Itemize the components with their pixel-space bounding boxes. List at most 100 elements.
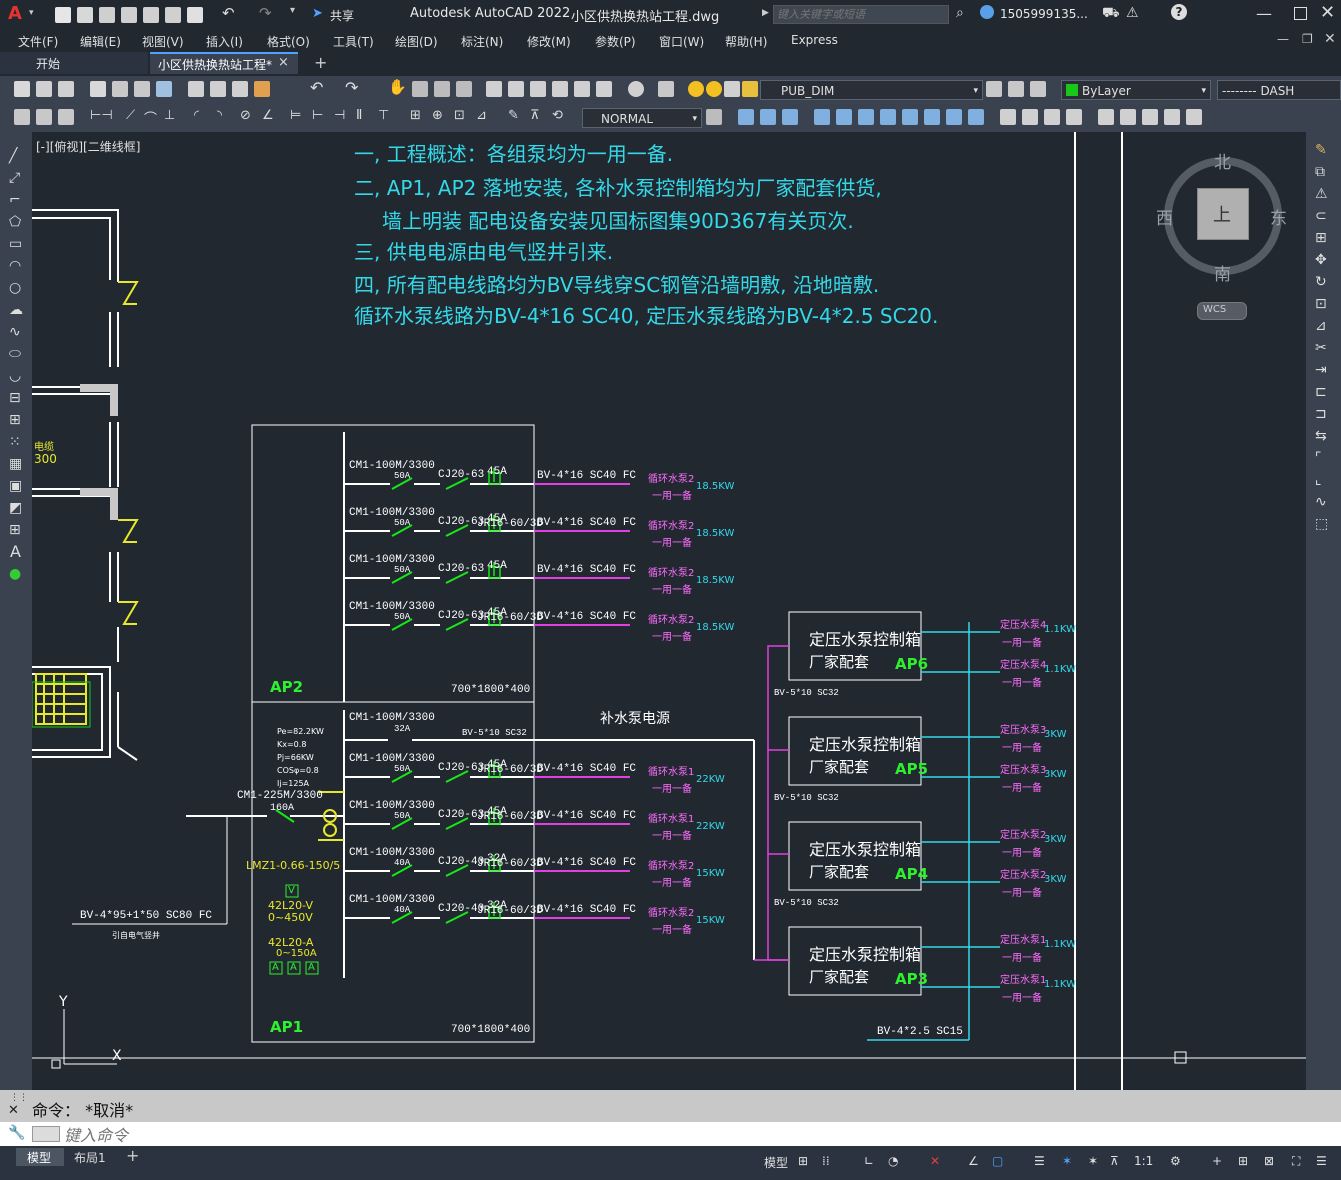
side-rotate-icon[interactable]: ↻	[1315, 274, 1327, 290]
workspace-gear-icon[interactable]: ⚙	[1170, 1154, 1181, 1168]
table-style-icon[interactable]	[14, 109, 30, 125]
menu-parametric[interactable]: 参数(P)	[595, 35, 636, 49]
dim-space-icon[interactable]: Ⅱ	[356, 108, 363, 123]
side-break-point-icon[interactable]: ⊏	[1315, 384, 1327, 400]
side-blend-icon[interactable]: ∿	[1315, 494, 1327, 510]
close-window-icon[interactable]: ✕	[1320, 2, 1336, 23]
menu-edit[interactable]: 编辑(E)	[80, 35, 121, 49]
extend-icon[interactable]	[968, 109, 984, 125]
ellipse-icon[interactable]: ⬭	[9, 346, 21, 362]
save-file-icon[interactable]	[58, 81, 74, 97]
dim-update-icon[interactable]: ⟲	[552, 108, 563, 123]
explode-icon[interactable]	[1098, 109, 1114, 125]
menu-tools[interactable]: 工具(T)	[333, 35, 374, 49]
viewcube-face[interactable]: 上	[1197, 188, 1249, 240]
layer-lock-icon[interactable]	[742, 81, 758, 97]
draworder-icon[interactable]	[1120, 109, 1136, 125]
hatch-icon[interactable]: ▦	[9, 456, 23, 472]
recent-commands-icon[interactable]	[32, 1126, 60, 1142]
viewcube-south[interactable]: 南	[1214, 265, 1231, 285]
dim-edit-icon[interactable]: ✎	[508, 108, 519, 123]
trim-icon[interactable]	[946, 109, 962, 125]
dim-break-icon[interactable]: ⊤	[378, 108, 390, 123]
wcs-button[interactable]: WCS	[1197, 302, 1247, 320]
doc-restore-icon[interactable]: ❐	[1302, 32, 1313, 46]
side-join-icon[interactable]: ⇆	[1315, 428, 1327, 444]
polar-icon[interactable]: ◔	[888, 1154, 899, 1168]
side-stretch-icon[interactable]: ⊿	[1315, 318, 1327, 334]
minimize-window-icon[interactable]: —	[1256, 4, 1272, 23]
menu-view[interactable]: 视图(V)	[142, 35, 184, 49]
spline-icon[interactable]: ∿	[9, 324, 21, 340]
move-icon[interactable]	[858, 109, 874, 125]
center-mark-icon[interactable]: ⊕	[432, 108, 443, 123]
menu-help[interactable]: 帮助(H)	[725, 35, 768, 49]
pan-icon[interactable]: ✋	[388, 78, 407, 96]
share-button[interactable]: 共享	[330, 9, 355, 23]
side-mirror-icon[interactable]: ⚠	[1315, 186, 1328, 202]
autodesk-connect-icon[interactable]: ⚠	[1126, 5, 1139, 21]
point-icon[interactable]: ⁙	[9, 434, 21, 450]
line-icon[interactable]: ╱	[9, 148, 18, 164]
dim-ordinate-icon[interactable]: ⊥	[164, 108, 176, 123]
dim-text-edit-icon[interactable]: ⊼	[530, 108, 540, 123]
print-icon[interactable]	[90, 81, 106, 97]
erase-icon[interactable]	[738, 109, 754, 125]
color-dropdown[interactable]: ByLayer ▾	[1061, 80, 1211, 100]
tab-drawing[interactable]: 小区供热换热站工程* ×	[150, 52, 298, 74]
doc-minimize-icon[interactable]: —	[1277, 32, 1289, 46]
search-icon[interactable]: ⌕	[956, 5, 964, 21]
customize-status-icon[interactable]: ☰	[1316, 1154, 1327, 1168]
save-as-icon[interactable]	[121, 7, 137, 23]
layer-thaw-sun-icon[interactable]	[706, 81, 722, 97]
layout-tab-model[interactable]: 模型	[16, 1148, 64, 1166]
app-menu-chevron-icon[interactable]: ▾	[29, 8, 34, 18]
match-properties-icon[interactable]	[254, 81, 270, 97]
circle-icon[interactable]: ○	[9, 280, 22, 296]
measure-icon[interactable]	[1186, 109, 1202, 125]
join-icon[interactable]	[1022, 109, 1038, 125]
add-layout-icon[interactable]: +	[126, 1146, 140, 1165]
tool-palettes-icon[interactable]	[530, 81, 546, 97]
side-fillet-icon[interactable]: ⌞	[1315, 472, 1322, 488]
new-tab-icon[interactable]: +	[314, 53, 328, 72]
sheet-set-icon[interactable]	[552, 81, 568, 97]
doc-close-icon[interactable]: ✕	[1324, 31, 1336, 47]
table-icon[interactable]: ⊞	[9, 522, 21, 538]
side-move-icon[interactable]: ✥	[1315, 252, 1327, 268]
search-expand-icon[interactable]: ▶	[762, 8, 769, 18]
isodraft-icon[interactable]: ✕	[930, 1154, 941, 1168]
make-block-icon[interactable]: ⊞	[9, 412, 21, 428]
menu-dimension[interactable]: 标注(N)	[461, 35, 504, 49]
model-space-button[interactable]: 模型	[764, 1156, 789, 1170]
layer-states-icon[interactable]	[1030, 81, 1046, 97]
osnap-tracking-icon[interactable]: ∠	[968, 1154, 979, 1168]
maximize-window-icon[interactable]	[1294, 7, 1307, 20]
search-input[interactable]	[773, 5, 949, 24]
menu-file[interactable]: 文件(F)	[18, 35, 59, 49]
undo-icon[interactable]: ↶	[222, 4, 235, 22]
viewcube-ring[interactable]	[1164, 157, 1282, 275]
make-current-layer-icon[interactable]	[986, 81, 1002, 97]
dim-continue-icon[interactable]: ⊣	[334, 108, 346, 123]
osnap-icon[interactable]: ▢	[992, 1154, 1004, 1168]
markup-icon[interactable]	[574, 81, 590, 97]
layer-on-bulb-icon[interactable]	[688, 81, 704, 97]
menu-draw[interactable]: 绘图(D)	[395, 35, 438, 49]
side-copy-icon[interactable]: ⧉	[1315, 164, 1325, 180]
zoom-realtime-icon[interactable]	[412, 81, 428, 97]
group-icon[interactable]	[1142, 109, 1158, 125]
3d-print-icon[interactable]	[156, 81, 172, 97]
command-close-icon[interactable]: ✕	[8, 1103, 19, 1118]
polygon-icon[interactable]: ⬠	[9, 214, 22, 230]
tb-help-icon[interactable]	[628, 81, 644, 97]
inspect-icon[interactable]: ⊡	[454, 108, 465, 123]
command-input[interactable]	[62, 1123, 1336, 1147]
drawing-canvas[interactable]: [-][俯视][二维线框]	[32, 132, 1306, 1090]
polyline-icon[interactable]: ⌐	[9, 192, 21, 208]
plot-icon[interactable]	[187, 7, 203, 23]
autocad-logo-icon[interactable]: A	[8, 3, 22, 24]
menu-window[interactable]: 窗口(W)	[659, 35, 705, 49]
menu-insert[interactable]: 插入(I)	[206, 35, 243, 49]
snap-icon[interactable]: ⁞⁞	[822, 1154, 830, 1168]
